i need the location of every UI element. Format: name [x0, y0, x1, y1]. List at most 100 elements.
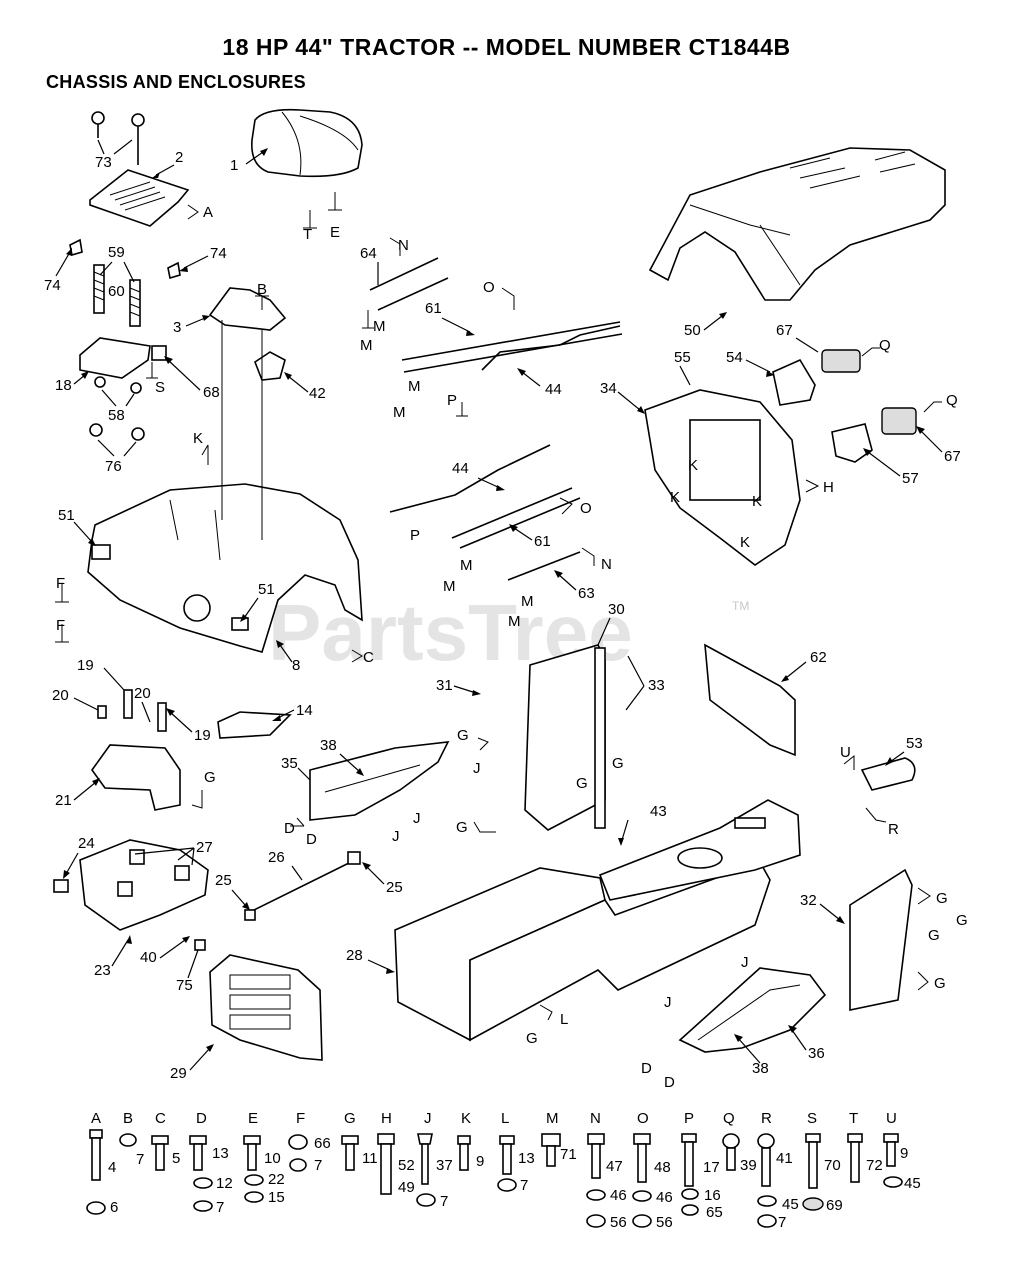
- connector-letter: S: [155, 379, 165, 396]
- hardware-label: 66: [314, 1135, 331, 1152]
- part-label: 27: [196, 839, 213, 856]
- connector-letter: P: [410, 527, 420, 544]
- seat-bracket: [79, 337, 151, 379]
- hardware-label: 7: [520, 1177, 528, 1194]
- hardware-label: 46: [656, 1189, 673, 1206]
- part-label: 44: [452, 460, 469, 477]
- part-label: 43: [650, 803, 667, 820]
- connector-letter: J: [664, 994, 672, 1011]
- footrest-right: [678, 967, 827, 1053]
- part-label: 1: [230, 157, 238, 174]
- part-label: 36: [808, 1045, 825, 1062]
- connector-letter: A: [203, 204, 213, 221]
- connector-letter: J: [741, 954, 749, 971]
- part-label: 8: [292, 657, 300, 674]
- hood: [648, 147, 946, 301]
- hardware-header: P: [684, 1110, 694, 1127]
- axle-bracket: [849, 868, 913, 1011]
- part-label: 30: [608, 601, 625, 618]
- connector-letter: J: [392, 828, 400, 845]
- part-label: 25: [215, 872, 232, 889]
- part-label: 23: [94, 962, 111, 979]
- part-label: 26: [268, 849, 285, 866]
- connector-letter: G: [457, 727, 469, 744]
- part-label: 61: [425, 300, 442, 317]
- hardware-label: 47: [606, 1158, 623, 1175]
- hardware-label: 7: [216, 1199, 224, 1216]
- connector-letter: Q: [879, 337, 891, 354]
- hardware-label: 17: [703, 1159, 720, 1176]
- part-label: 63: [578, 585, 595, 602]
- hardware-label: 65: [706, 1204, 723, 1221]
- connector-letter: M: [373, 318, 386, 335]
- hardware-header: G: [344, 1110, 356, 1127]
- hardware-header: Q: [723, 1110, 735, 1127]
- connector-letter: M: [360, 337, 373, 354]
- part-label: 3: [173, 319, 181, 336]
- hardware-header: N: [590, 1110, 601, 1127]
- part-label: 25: [386, 879, 403, 896]
- section-title: CHASSIS AND ENCLOSURES: [46, 72, 306, 92]
- hardware-label: 16: [704, 1187, 721, 1204]
- connector-letter: M: [460, 557, 473, 574]
- hardware-header: B: [123, 1110, 133, 1127]
- connector-letter: C: [363, 649, 374, 666]
- hardware-part-numbers: 4 6 7 5 13 12 7 10 15 22 66 7 11 52 49 3…: [108, 1135, 921, 1231]
- hardware-label: 72: [866, 1157, 883, 1174]
- hardware-label: 13: [212, 1145, 229, 1162]
- part-label: 19: [77, 657, 94, 674]
- page-title: 18 HP 44" TRACTOR -- MODEL NUMBER CT1844…: [222, 34, 791, 60]
- hardware-header: K: [461, 1110, 471, 1127]
- connector-letter: K: [688, 457, 698, 474]
- seat-cushion: [251, 108, 363, 178]
- hardware-label: 56: [656, 1214, 673, 1231]
- hardware-label: 70: [824, 1157, 841, 1174]
- connector-letter: G: [936, 890, 948, 907]
- hardware-headers: A B C D E F G H J K L M N O P Q R S T U: [91, 1110, 897, 1127]
- hardware-header: S: [807, 1110, 817, 1127]
- part-label: 50: [684, 322, 701, 339]
- hardware-label: 15: [268, 1189, 285, 1206]
- connector-letter: M: [521, 593, 534, 610]
- side-plate: [704, 643, 796, 757]
- footrest-left: [309, 741, 450, 821]
- battery-tray: [79, 839, 209, 931]
- hardware-header: M: [546, 1110, 559, 1127]
- hardware-label: 4: [108, 1159, 116, 1176]
- hardware-header: L: [501, 1110, 509, 1127]
- connector-letter: D: [641, 1060, 652, 1077]
- connector-letter: T: [303, 226, 312, 243]
- part-drawings: [53, 108, 946, 1061]
- connector-letter: F: [56, 617, 65, 634]
- hardware-label: 12: [216, 1175, 233, 1192]
- hardware-header: D: [196, 1110, 207, 1127]
- part-label: 75: [176, 977, 193, 994]
- part-label: 29: [170, 1065, 187, 1082]
- connector-letter: Q: [946, 392, 958, 409]
- hardware-label: 37: [436, 1157, 453, 1174]
- part-label: 40: [140, 949, 157, 966]
- connector-letter: D: [664, 1074, 675, 1091]
- connector-letter: P: [447, 392, 457, 409]
- part-label: 64: [360, 245, 377, 262]
- connector-letter: D: [306, 831, 317, 848]
- part-label: 61: [534, 533, 551, 550]
- connector-letter: G: [526, 1030, 538, 1047]
- connector-letter: G: [956, 912, 968, 929]
- fender: [87, 483, 363, 653]
- part-label: 53: [906, 735, 923, 752]
- hardware-label: 69: [826, 1197, 843, 1214]
- connector-letter: K: [193, 430, 203, 447]
- part-label: 18: [55, 377, 72, 394]
- rear-hitch: [209, 954, 323, 1061]
- hardware-label: 7: [314, 1157, 322, 1174]
- hardware-label: 5: [172, 1150, 180, 1167]
- hardware-label: 11: [362, 1150, 378, 1167]
- part-label: 51: [58, 507, 75, 524]
- part-label: 74: [210, 245, 227, 262]
- connector-letter: J: [413, 810, 421, 827]
- hardware-label: 71: [560, 1146, 577, 1163]
- hardware-header: A: [91, 1110, 101, 1127]
- connector-letter: D: [284, 820, 295, 837]
